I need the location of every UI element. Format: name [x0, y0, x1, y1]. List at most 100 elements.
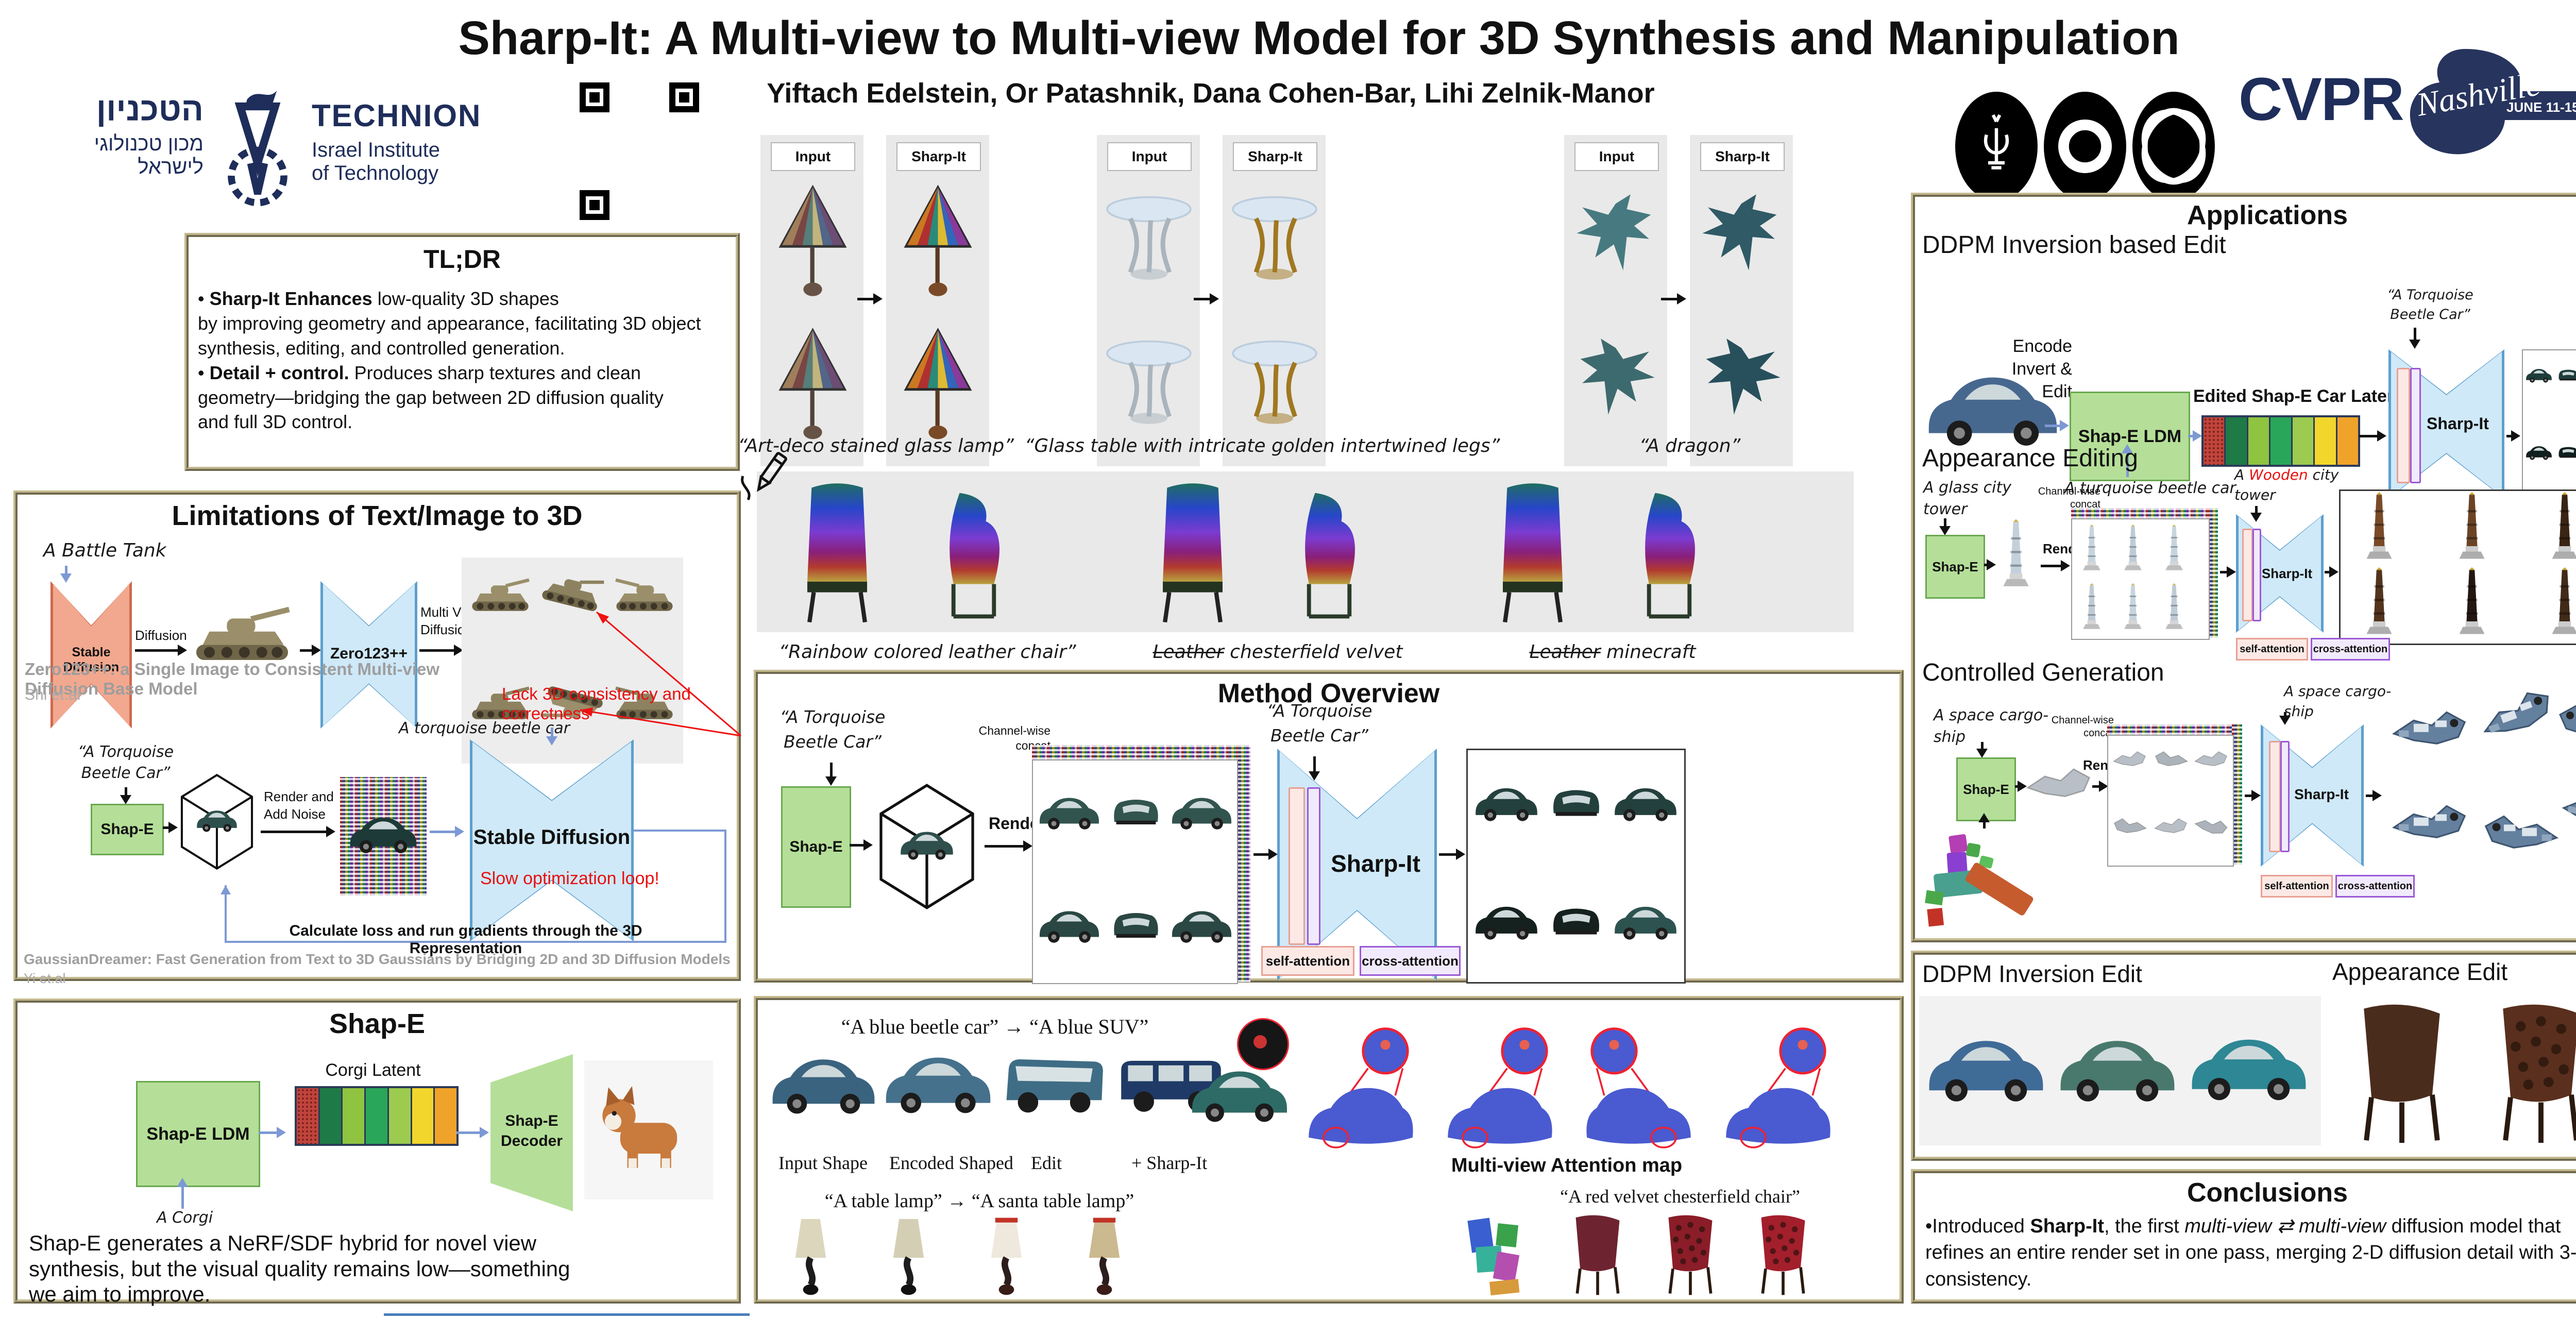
car-view-image — [1105, 905, 1167, 946]
s1-ldm-box: Shap-E LDM — [2070, 392, 2190, 481]
tldr-bullet1-marker: • — [198, 288, 210, 309]
arrow — [300, 645, 321, 656]
edit-lamp-image — [874, 1215, 943, 1298]
gallery-strip-sharpit — [1690, 135, 1793, 466]
concat-label: Channel-wise concat — [2051, 715, 2114, 739]
arrow — [135, 645, 187, 656]
arrow — [177, 1178, 188, 1209]
gray-ship-view-image — [2190, 808, 2233, 844]
edit-car-image — [997, 1045, 1111, 1119]
arrow — [850, 839, 873, 851]
applications-section: Applications DDPM Inversion based Edit E… — [1911, 193, 2576, 942]
noise-strip-top — [2107, 724, 2242, 735]
wood-tower-image — [2541, 492, 2576, 564]
tau-logo: TEL AVIV UNIVERSITY — [1955, 92, 2233, 231]
stable-diffusion2-label: Stable Diffusion — [473, 826, 631, 849]
input-chip: Input — [771, 142, 855, 171]
tldr-title: TL;DR — [423, 245, 501, 274]
chairs-caption-3: Leather minecraft — [1458, 641, 1767, 663]
dragon-input-image — [1569, 180, 1662, 294]
shape-ldm-label: Shap-E LDM — [146, 1124, 250, 1144]
caption-text: “Art-deco stained glass lamp” — [738, 435, 1014, 456]
cross-attention-legend: cross-attention — [2335, 875, 2415, 898]
s1-sharpit-unet: Sharp-It — [2388, 349, 2504, 499]
edit-car-image — [882, 1046, 995, 1119]
input-label: Input — [1599, 148, 1635, 164]
tldr-body: • Sharp-It Enhances low-quality 3D shape… — [198, 286, 723, 434]
tau-oval-ring-icon — [2044, 92, 2126, 201]
sharpit-label: Sharp-It — [1715, 148, 1770, 164]
edit-lamp-image — [776, 1215, 845, 1298]
s2-heading: Appearance Editing — [1922, 445, 2138, 472]
caption-text: minecraft — [1600, 641, 1696, 663]
cite-gaussiandreamer-authors: Yi et.al — [24, 971, 66, 986]
glass-tower-view-image — [2159, 580, 2190, 636]
s3-prompt: A space cargo- ship — [1934, 706, 2049, 746]
rainbow-chair-side-image — [1618, 487, 1721, 629]
s2-output-panel — [2339, 489, 2576, 645]
s1-latent-label: Edited Shap-E Car Latent — [2193, 386, 2404, 406]
wood-tower-image — [2449, 492, 2495, 564]
shape-body: Shap-E generates a NeRF/SDF hybrid for n… — [29, 1231, 570, 1307]
noise-strip-top — [2071, 508, 2218, 518]
method-prompt2: “A Torquoise Beetle Car” — [1266, 701, 1372, 746]
caption-text: “Rainbow colored leather chair” — [778, 641, 1076, 663]
technion-logo: הטכניון מכון טכנולוגי לישראל TECHNION Is… — [49, 90, 492, 234]
latent-cell — [343, 1088, 365, 1144]
rainbow-chair-side-image — [922, 487, 1025, 629]
table-output-image — [1228, 330, 1321, 433]
mini-car-image — [2525, 443, 2553, 462]
arrow — [1309, 756, 1320, 781]
latent-cell — [2270, 417, 2292, 465]
s3-prompt2: A space cargo- ship — [2284, 683, 2392, 720]
sharpit-chip: Sharp-It — [896, 142, 981, 171]
lamp-input-image — [770, 180, 855, 301]
attention-source-car-image — [1188, 1062, 1291, 1126]
label-text: + Sharp-It — [1131, 1153, 1208, 1173]
arrow — [261, 826, 335, 837]
conclusions-body: •Introduced Sharp-It, the first multi-vi… — [1925, 1213, 2576, 1293]
dragon-output-image — [1695, 325, 1788, 438]
arrow — [163, 822, 178, 833]
edit-label-3: Edit — [1031, 1152, 1062, 1174]
sharpit-label: Sharp-It — [2427, 414, 2489, 433]
shape-decoder-box: Shap-E Decoder — [490, 1054, 573, 1211]
arrow — [1253, 849, 1278, 860]
conclusions-text: diffusion model that refines an entire r… — [1925, 1215, 2576, 1290]
zero123-unet: Zero123++ — [320, 581, 417, 729]
cross-attention-legend: cross-attention — [2311, 638, 2390, 661]
arrow — [2045, 420, 2069, 431]
cross-attention-label: cross-attention — [2313, 643, 2388, 655]
self-attention-legend: self-attention — [2261, 875, 2333, 898]
technion-line1: Israel Institute — [312, 139, 440, 161]
latent-cell — [412, 1088, 434, 1144]
noisy-render-image — [340, 777, 427, 895]
technion-hebrew: הטכניון מכון טכנולוגי לישראל — [49, 90, 204, 179]
technion-name: TECHNION — [312, 98, 482, 133]
arrow — [2325, 566, 2338, 578]
conclusions-title: Conclusions — [2187, 1178, 2348, 1208]
caption-strike: Leather — [1153, 641, 1224, 663]
sharpit-chip: Sharp-It — [1233, 142, 1317, 171]
s1-prompt-below: A turquoise beetle car — [2064, 479, 2236, 497]
input-chip: Input — [1574, 142, 1659, 171]
car-edit-caption: “A blue beetle car” → “A blue SUV” — [841, 1015, 1149, 1038]
gray-ship-view-image — [2153, 746, 2190, 773]
hd-ship-image — [2389, 794, 2471, 852]
tldr-bullet1-text: low-quality 3D shapes by improving geome… — [198, 288, 701, 359]
pencil-doodle-icon — [741, 452, 787, 501]
car-view-image — [1170, 905, 1234, 946]
input-chip: Input — [1107, 142, 1192, 171]
arrow — [825, 763, 837, 786]
corgi-panel — [584, 1060, 713, 1199]
edit-label-1: Input Shape — [778, 1152, 868, 1174]
cross-attention-label: cross-attention — [2337, 880, 2413, 892]
shap-e-label: Shap-E — [1963, 781, 2009, 797]
stable-diffusion2-unet: Stable Diffusion — [470, 739, 634, 941]
tau-ring-icon — [2058, 120, 2112, 173]
prompt-a-corgi: A Corgi — [157, 1209, 213, 1227]
label-text: Edit — [1031, 1153, 1062, 1173]
shap-e-box: Shap-E — [91, 804, 164, 855]
cvpr-name: CVPR — [2239, 65, 2404, 133]
s1-prompt-above: “A Torquoise Beetle Car” — [2387, 287, 2473, 323]
